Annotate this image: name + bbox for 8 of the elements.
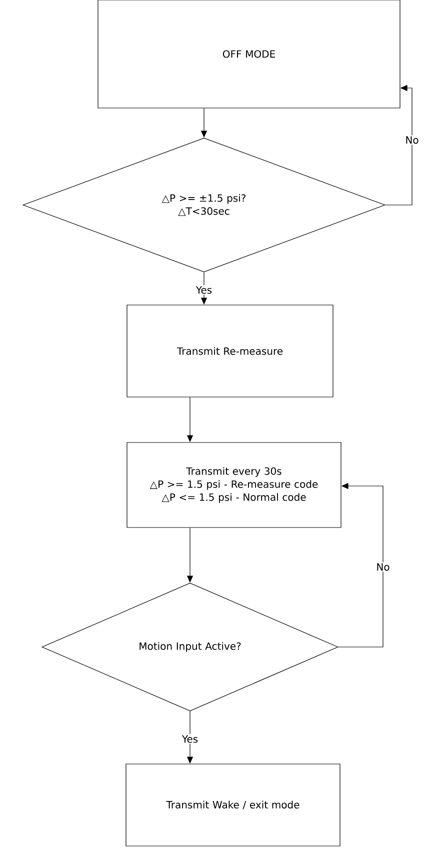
edge-label: No (404, 135, 420, 145)
process-box: Transmit Re-measure (126, 304, 334, 398)
edge-label: Yes (194, 285, 214, 295)
edge-label: No (375, 562, 391, 572)
process-box: Transmit every 30s △P >= 1.5 psi - Re-measure code △P <= 1.5 psi - Normal code (126, 442, 342, 528)
process-box: Transmit Wake / exit mode (126, 764, 340, 846)
edge-label: Yes (180, 734, 200, 744)
process-box: OFF MODE (98, 0, 400, 108)
